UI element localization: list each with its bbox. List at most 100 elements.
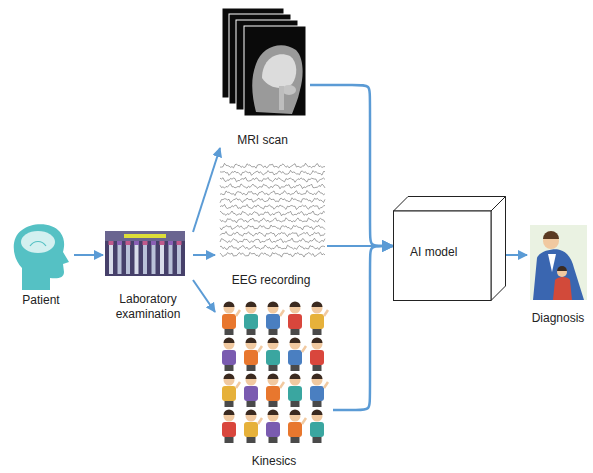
figure-hair (246, 338, 257, 343)
figure-head (312, 303, 323, 314)
figure-body (310, 386, 324, 401)
figure-body (244, 314, 258, 329)
figure-body (266, 386, 280, 401)
figure-hair (246, 410, 257, 416)
figure-head (246, 303, 257, 314)
test-tube (135, 244, 139, 274)
node-caption: MRI scan (237, 133, 288, 148)
flow-arrow (506, 254, 527, 256)
figure-legs (247, 364, 256, 371)
figure-hair (312, 410, 323, 416)
flow-arrow (193, 148, 220, 232)
eeg-trace (220, 184, 325, 189)
lab-photo-band (105, 231, 185, 241)
figure-legs (225, 328, 234, 335)
figure-head (246, 339, 257, 350)
flow-arrow (310, 85, 393, 246)
figure-body (266, 314, 280, 329)
flow-arrow (74, 254, 103, 256)
node-caption: Kinesics (252, 454, 297, 469)
doctor-hair (543, 231, 559, 239)
brain-fold (30, 242, 46, 247)
eeg-trace (220, 190, 325, 195)
eeg-trace (220, 170, 325, 175)
diagnosis-node: Diagnosis (527, 222, 589, 326)
flow-arrow (193, 254, 215, 256)
tube-cap (109, 241, 114, 245)
doctor-coat (533, 249, 584, 300)
figure-hair (290, 374, 301, 379)
figure-arm (324, 382, 328, 388)
figure-head (224, 411, 235, 422)
eeg-node: EEG recording (215, 158, 327, 288)
doctor-shirt (548, 254, 556, 272)
figure-arm (280, 382, 284, 388)
figure-arm (236, 310, 240, 316)
figure-head (290, 339, 301, 350)
figure-legs (291, 400, 300, 407)
figure-arm (236, 382, 240, 388)
tube-cap (126, 241, 131, 245)
figure-head (312, 339, 323, 350)
figure-body (222, 386, 236, 401)
figure-hair (224, 338, 235, 343)
figure-hair (246, 374, 257, 379)
figure-hair (224, 302, 235, 308)
node-caption: EEG recording (232, 273, 311, 288)
figure-hair (312, 338, 323, 343)
flow-arrow (193, 280, 215, 312)
figure-head (224, 303, 235, 314)
figure-arm (302, 346, 306, 352)
head-icon (14, 224, 69, 290)
figure-head (246, 411, 257, 422)
figure-arm (258, 418, 262, 424)
mri-brainstem (279, 86, 284, 110)
figure-arm (324, 310, 328, 316)
figure-body (310, 314, 324, 329)
cube-top (394, 197, 506, 212)
lab-photo (105, 231, 185, 276)
eeg-trace (220, 204, 325, 209)
node-caption: AI model (410, 245, 457, 260)
eeg-trace (220, 198, 325, 203)
figure-head (268, 339, 279, 350)
figure-arm (258, 346, 262, 352)
kinesics-node: Kinesics (215, 296, 333, 469)
figure-hair (268, 302, 279, 308)
figure-body (310, 350, 324, 365)
figure-legs (291, 328, 300, 335)
figure-legs (247, 436, 256, 443)
eeg-trace (220, 252, 325, 257)
figure-body (244, 422, 258, 437)
figure-arm (302, 418, 306, 424)
figure-legs (269, 436, 278, 443)
test-tube (143, 244, 147, 274)
figure-head (268, 303, 279, 314)
figure-legs (313, 364, 322, 371)
mri-brain (262, 54, 296, 88)
figure-legs (313, 328, 322, 335)
eeg-trace (220, 231, 325, 236)
mri-slice (244, 26, 306, 116)
figure-body (244, 350, 258, 365)
figure-hair (224, 374, 235, 379)
tube-cap (117, 241, 122, 245)
figure-hair (290, 302, 301, 308)
brain-icon (21, 231, 55, 253)
test-tube (126, 244, 130, 274)
mri-cerebellum (282, 85, 296, 95)
figure-legs (269, 328, 278, 335)
test-tube (109, 244, 113, 274)
figure-legs (225, 400, 234, 407)
figure-legs (269, 400, 278, 407)
figure-body (222, 350, 236, 365)
cube-front (394, 211, 492, 301)
diagnosis-photo (530, 225, 587, 300)
figure-head (224, 375, 235, 386)
figure-body (288, 386, 302, 401)
tube-cap (134, 241, 139, 245)
eeg-trace (220, 238, 325, 243)
figure-head (246, 375, 257, 386)
test-tube (152, 244, 156, 274)
figure-body (266, 422, 280, 437)
